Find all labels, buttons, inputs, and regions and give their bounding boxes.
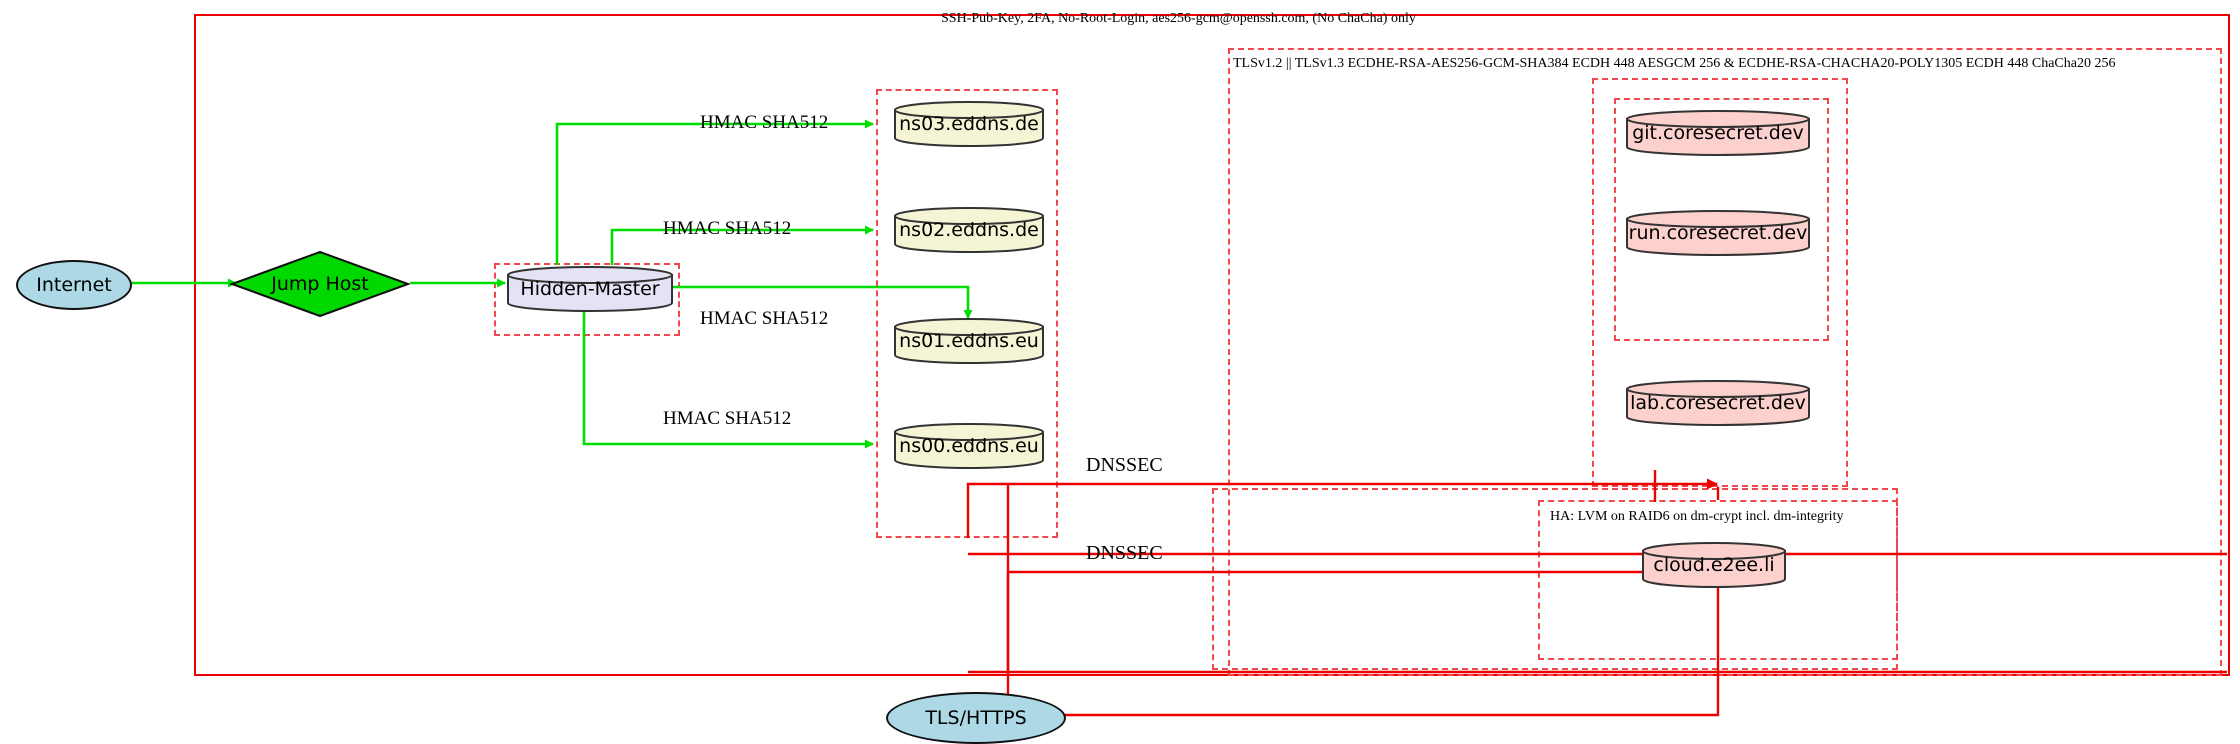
cylinder-shape — [1626, 210, 1810, 256]
cylinder-shape — [1626, 380, 1810, 426]
diamond-shape — [230, 250, 410, 318]
node-ns00[interactable]: ns00.eddns.eu — [892, 423, 1046, 469]
edge-label-hmac-ns03: HMAC SHA512 — [700, 112, 829, 133]
edge-label-hmac-ns01: HMAC SHA512 — [700, 308, 829, 329]
node-run-coresecret[interactable]: run.coresecret.dev — [1624, 210, 1812, 256]
node-lab-coresecret-label: lab.coresecret.dev — [1630, 392, 1806, 414]
node-git-coresecret[interactable]: git.coresecret.dev — [1624, 110, 1812, 156]
node-hidden-master-label: Hidden-Master — [520, 278, 660, 300]
coresecret-inner-boundary — [1614, 98, 1829, 341]
cylinder-shape — [1642, 542, 1786, 588]
node-jump-host-label: Jump Host — [271, 273, 369, 295]
cylinder-shape — [894, 318, 1044, 364]
cylinder-shape — [894, 423, 1044, 469]
edge-label-dnssec-lower: DNSSEC — [1086, 542, 1163, 564]
node-ns03-label: ns03.eddns.de — [899, 113, 1039, 135]
node-lab-coresecret[interactable]: lab.coresecret.dev — [1624, 380, 1812, 426]
edge-label-dnssec-upper: DNSSEC — [1086, 454, 1163, 476]
node-tls-https[interactable]: TLS/HTTPS — [886, 692, 1066, 744]
node-internet-label: Internet — [36, 274, 112, 296]
node-cloud-e2ee-label: cloud.e2ee.li — [1653, 554, 1775, 576]
node-hidden-master[interactable]: Hidden-Master — [505, 266, 675, 312]
coresecret-boundary — [1592, 78, 1848, 487]
node-tls-https-label: TLS/HTTPS — [925, 707, 1027, 729]
ssh-security-boundary — [194, 14, 2230, 676]
cylinder-shape — [894, 101, 1044, 147]
edge-label-hmac-ns02: HMAC SHA512 — [663, 218, 792, 239]
cylinder-shape — [507, 266, 673, 312]
ssh-boundary-caption: SSH-Pub-Key, 2FA, No-Root-Login, aes256-… — [941, 11, 1416, 26]
node-ns02[interactable]: ns02.eddns.de — [892, 207, 1046, 253]
cylinder-shape — [894, 207, 1044, 253]
tls-boundary-caption: TLSv1.2 || TLSv1.3 ECDHE-RSA-AES256-GCM-… — [1233, 56, 2116, 71]
node-ns01-label: ns01.eddns.eu — [899, 330, 1039, 352]
node-run-coresecret-label: run.coresecret.dev — [1628, 222, 1808, 244]
tls-security-boundary — [1228, 48, 2222, 676]
hidden-master-boundary — [494, 263, 680, 336]
node-ns01[interactable]: ns01.eddns.eu — [892, 318, 1046, 364]
ha-boundary-caption: HA: LVM on RAID6 on dm-crypt incl. dm-in… — [1550, 509, 1844, 524]
node-ns03[interactable]: ns03.eddns.de — [892, 101, 1046, 147]
cylinder-shape — [1626, 110, 1810, 156]
node-ns02-label: ns02.eddns.de — [899, 219, 1039, 241]
edge-label-hmac-ns00: HMAC SHA512 — [663, 408, 792, 429]
node-git-coresecret-label: git.coresecret.dev — [1632, 122, 1804, 144]
node-internet[interactable]: Internet — [16, 260, 132, 310]
node-cloud-e2ee[interactable]: cloud.e2ee.li — [1640, 542, 1788, 588]
node-ns00-label: ns00.eddns.eu — [899, 435, 1039, 457]
node-jump-host[interactable]: Jump Host — [230, 250, 410, 318]
